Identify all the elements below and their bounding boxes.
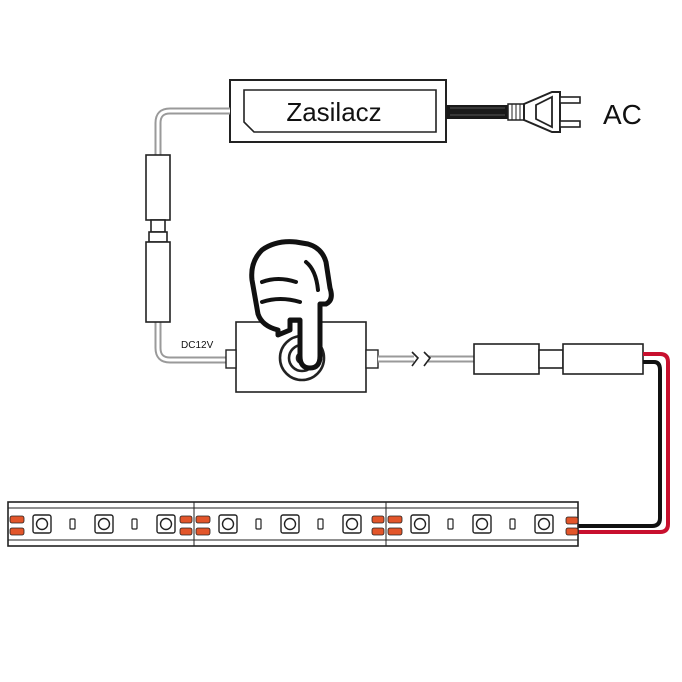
solder-pad <box>9 515 25 524</box>
solder-pad <box>371 515 385 524</box>
cable-break-icon <box>411 351 432 367</box>
resistor <box>447 518 454 530</box>
ac-plug-icon <box>523 91 581 133</box>
led-lens <box>35 517 49 531</box>
resistor <box>255 518 262 530</box>
solder-pad <box>371 527 385 536</box>
resistor <box>509 518 516 530</box>
solder-pad <box>387 515 403 524</box>
led-lens <box>221 517 235 531</box>
led-lens <box>283 517 297 531</box>
resistor <box>131 518 138 530</box>
solder-pad <box>9 527 25 536</box>
solder-pad <box>195 515 211 524</box>
ac-label: AC <box>603 99 642 130</box>
switch-output-cable <box>378 351 474 367</box>
ac-cable <box>446 103 525 121</box>
resistor <box>69 518 76 530</box>
voltage-label: DC12V <box>181 340 214 351</box>
strip-lead-wires <box>578 352 670 534</box>
led-lens <box>345 517 359 531</box>
power-supply: Zasilacz <box>229 79 447 143</box>
led-lens <box>413 517 427 531</box>
pointing-hand-icon <box>249 239 334 371</box>
led-lens <box>97 517 111 531</box>
led-lens <box>475 517 489 531</box>
strip-end-pads <box>565 516 579 536</box>
solder-pad <box>387 527 403 536</box>
solder-pad <box>195 527 211 536</box>
led-lens <box>537 517 551 531</box>
output-connector <box>473 343 644 375</box>
power-supply-label: Zasilacz <box>286 97 381 127</box>
led-lens <box>159 517 173 531</box>
solder-pad <box>179 515 193 524</box>
dc-connector <box>145 154 171 323</box>
solder-pad <box>179 527 193 536</box>
resistor <box>317 518 324 530</box>
